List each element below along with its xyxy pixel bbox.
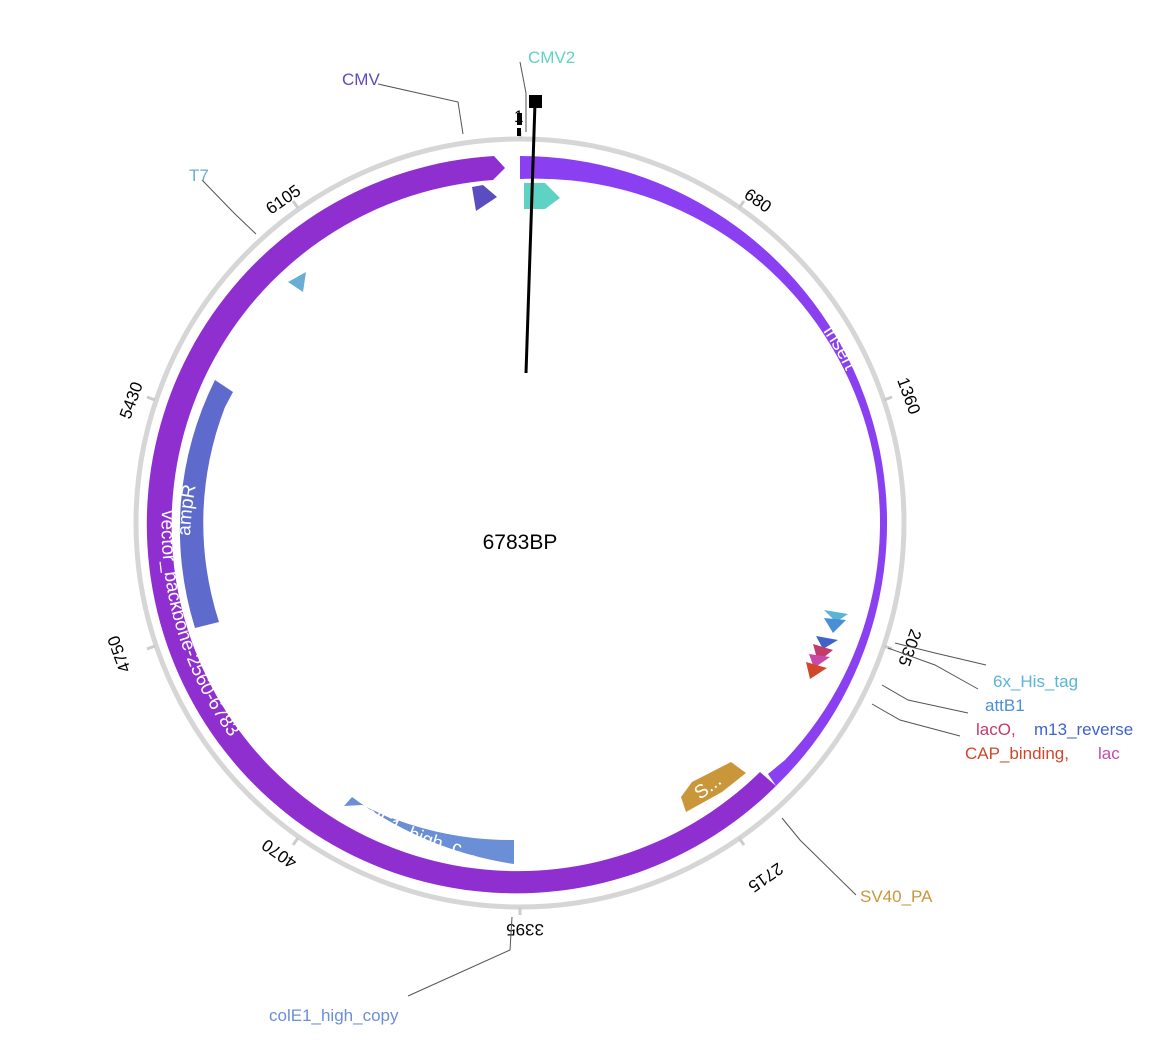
tick-mark bbox=[146, 644, 156, 651]
tick-mark bbox=[883, 395, 893, 402]
tick-label-1360: 1360 bbox=[893, 375, 924, 417]
m13-marker[interactable] bbox=[816, 636, 838, 649]
label-cmv[interactable]: CMV bbox=[342, 70, 380, 89]
leader-laco bbox=[881, 684, 969, 714]
leader-sv40 bbox=[781, 817, 857, 896]
label-sv40-pa[interactable]: SV40_PA bbox=[860, 887, 933, 906]
t7-marker[interactable] bbox=[288, 272, 306, 292]
tick-mark bbox=[291, 837, 300, 846]
cap-marker[interactable] bbox=[806, 662, 827, 679]
cursor-line[interactable] bbox=[524, 102, 537, 374]
label-t7[interactable]: T7 bbox=[189, 166, 209, 185]
label-cole1-high-copy[interactable]: colE1_high_copy bbox=[269, 1006, 399, 1025]
colE1-feature[interactable] bbox=[344, 797, 514, 864]
backbone-ring bbox=[133, 136, 907, 910]
cmv2-marker[interactable] bbox=[524, 183, 560, 209]
label-cmv2[interactable]: CMV2 bbox=[528, 48, 575, 67]
label-m13-reverse[interactable]: m13_reverse bbox=[1034, 720, 1133, 739]
ampR-feature[interactable] bbox=[179, 380, 233, 628]
tick-mark bbox=[146, 395, 156, 402]
leader-cmv2 bbox=[519, 61, 527, 132]
tick-label-4070: 4070 bbox=[258, 835, 300, 872]
tick-label-3395: 3395 bbox=[506, 920, 544, 939]
leader-cmv bbox=[377, 83, 464, 135]
sv40-feature[interactable] bbox=[681, 762, 746, 812]
leader-attb1 bbox=[887, 647, 979, 690]
tick-marks bbox=[146, 131, 893, 915]
label-6x-his-tag[interactable]: 6x_His_tag bbox=[993, 672, 1078, 691]
label-attb1[interactable]: attB1 bbox=[985, 696, 1025, 715]
label-cap-binding[interactable]: CAP_binding, bbox=[965, 744, 1069, 763]
tick-label-2035: 2035 bbox=[894, 627, 925, 669]
tick-mark bbox=[291, 200, 300, 209]
tick-label-4750: 4750 bbox=[104, 633, 135, 675]
tick-label-2715: 2715 bbox=[745, 859, 787, 896]
leader-his-tag bbox=[894, 642, 987, 666]
leader-cole1 bbox=[407, 916, 513, 997]
label-laco[interactable]: lacO, bbox=[976, 720, 1016, 739]
leader-lines bbox=[201, 61, 987, 997]
tick-mark bbox=[737, 200, 746, 209]
label-lac[interactable]: lac bbox=[1098, 744, 1120, 763]
cursor-handle[interactable] bbox=[529, 95, 542, 108]
origin-marker bbox=[517, 113, 522, 125]
plasmid-length: 6783BP bbox=[483, 531, 558, 554]
leader-t7 bbox=[201, 179, 257, 235]
attb1-marker[interactable] bbox=[824, 618, 846, 633]
tick-label-5430: 5430 bbox=[116, 379, 147, 421]
insert-feature[interactable] bbox=[520, 156, 888, 786]
vector-backbone-feature[interactable] bbox=[146, 156, 776, 894]
tick-mark bbox=[737, 837, 746, 846]
his-tag-marker[interactable] bbox=[824, 610, 848, 622]
cmv-marker[interactable] bbox=[472, 185, 497, 211]
leader-cap bbox=[871, 703, 961, 737]
origin-marker bbox=[517, 128, 521, 136]
